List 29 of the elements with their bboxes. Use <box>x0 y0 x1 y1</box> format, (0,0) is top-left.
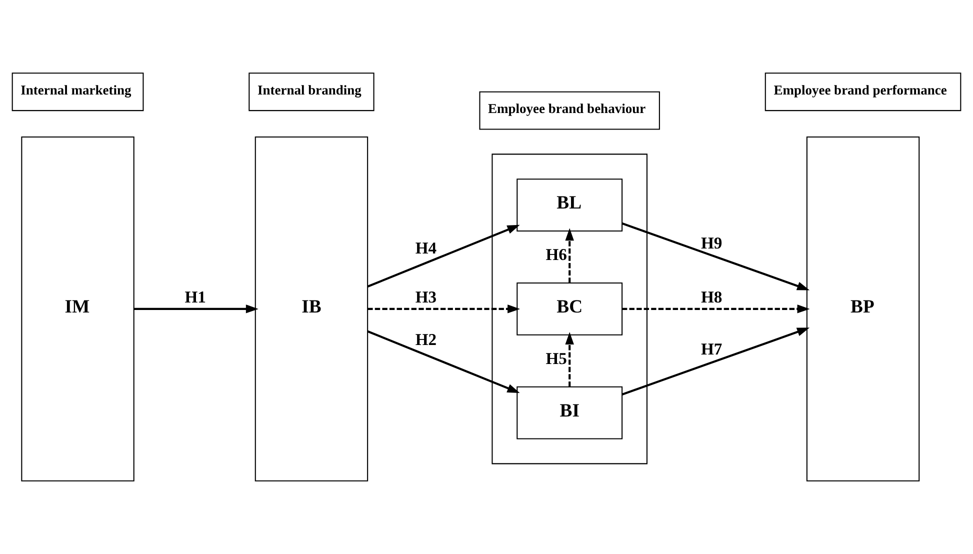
edge-label: H9 <box>700 233 722 252</box>
edge-label: H4 <box>415 238 437 258</box>
edge-label: H6 <box>546 244 567 264</box>
edge-label: H2 <box>415 330 437 350</box>
node-box: IB <box>254 136 368 482</box>
node-box: BC <box>516 282 623 336</box>
arrow <box>367 224 520 288</box>
edge-label: H5 <box>546 348 567 368</box>
arrow <box>134 304 258 314</box>
arrow <box>565 228 574 283</box>
arrow <box>368 304 520 314</box>
edge-label: H1 <box>184 288 206 306</box>
node-box: Employee brand performance <box>764 72 962 112</box>
node-box: IM <box>21 136 134 482</box>
arrow <box>367 330 520 394</box>
node-box: Employee brand behaviour <box>479 91 660 130</box>
edge-label: H7 <box>700 339 722 358</box>
node-box: BL <box>516 178 623 232</box>
node-box: Internal branding <box>248 72 374 112</box>
arrow <box>622 304 810 314</box>
arrow <box>565 332 574 387</box>
arrow <box>622 222 810 290</box>
edge-label: H3 <box>415 288 437 306</box>
node-box: BP <box>806 136 920 482</box>
node-box: Internal marketing <box>12 72 144 112</box>
cluster <box>492 154 648 464</box>
edge-label: H8 <box>700 288 722 306</box>
arrow <box>622 328 810 396</box>
node-box: BI <box>516 386 623 440</box>
